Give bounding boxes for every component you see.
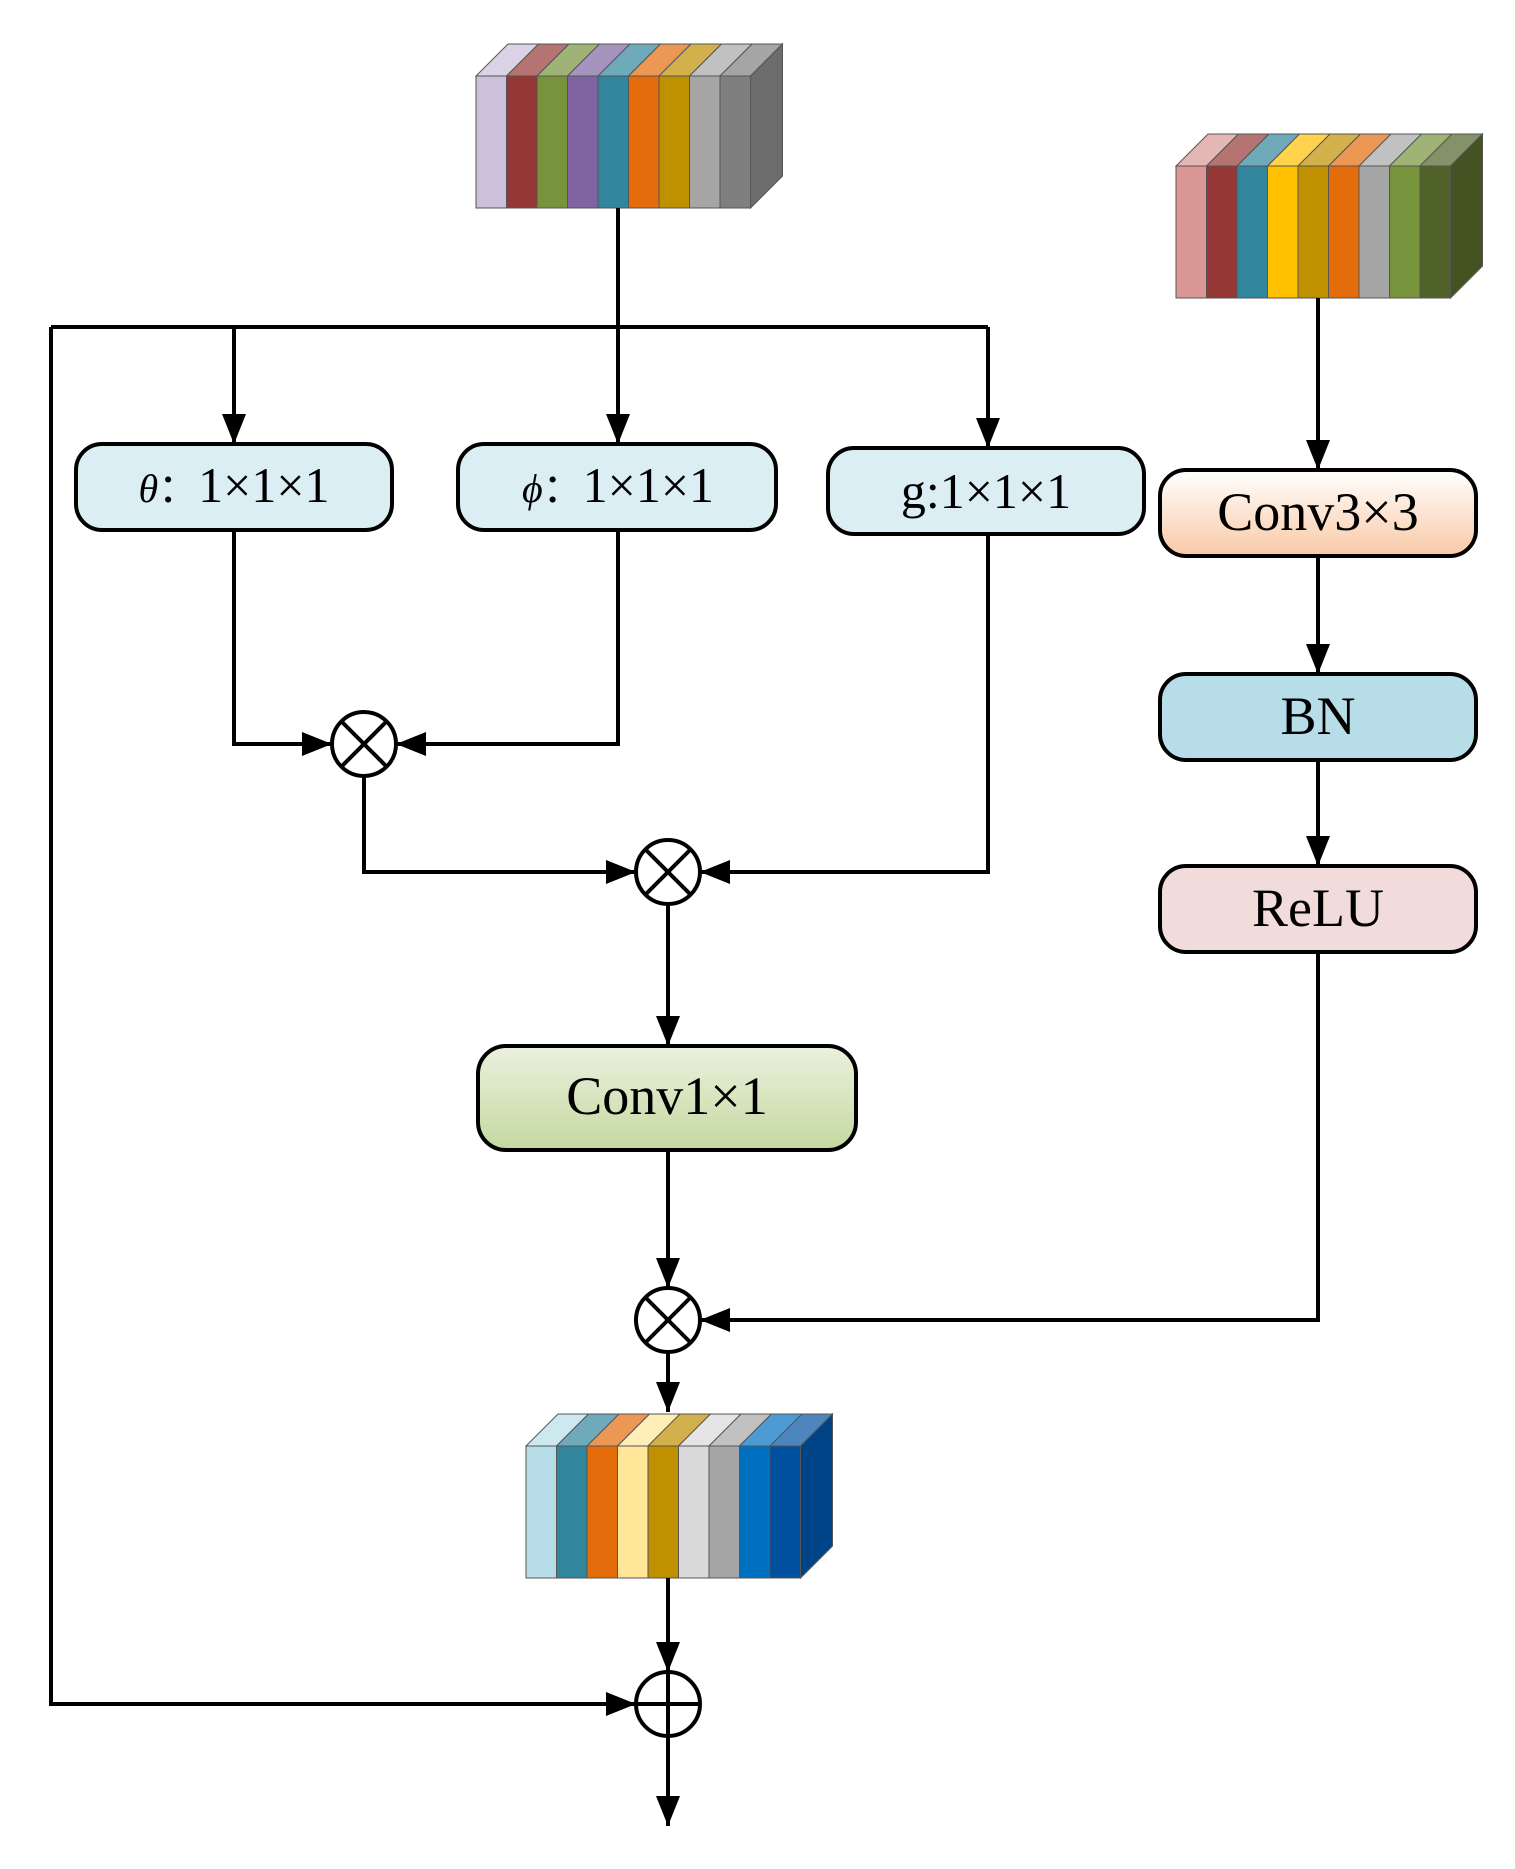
output-feature-tensor <box>524 1412 834 1580</box>
input-right-slice-8 <box>1389 165 1421 299</box>
input-main-slice-3 <box>536 75 568 209</box>
relu-label: ReLU <box>1252 878 1384 938</box>
output-slice-7 <box>708 1445 740 1579</box>
input-right-slice-3 <box>1236 165 1268 299</box>
input-right-slice-5 <box>1297 165 1329 299</box>
relu-node: ReLU <box>1158 864 1478 954</box>
phi-label: 1×1×1 <box>583 457 714 513</box>
input-feature-tensor <box>474 42 784 210</box>
theta-label: 1×1×1 <box>198 457 329 513</box>
svg-text:θ：1×1×1: θ：1×1×1 <box>138 457 329 513</box>
bn-node: BN <box>1158 672 1478 762</box>
conv3x3-node: Conv3×3 <box>1158 468 1478 558</box>
connections <box>49 208 1330 1826</box>
input-right-slice-2 <box>1206 165 1238 299</box>
add-operator <box>634 1670 702 1738</box>
output-side-face <box>800 1412 833 1580</box>
conv1x1-label: Conv1×1 <box>566 1066 767 1126</box>
edge-g-to-mul2 <box>700 534 990 884</box>
input-right-slice-9 <box>1419 165 1451 299</box>
input-main-slice-8 <box>689 75 721 209</box>
input-right-slice-1 <box>1175 165 1207 299</box>
output-slice-9 <box>769 1445 801 1579</box>
input-main-slice-4 <box>567 75 599 209</box>
output-slice-3 <box>586 1445 618 1579</box>
edge-relu-to-mul3 <box>700 952 1320 1332</box>
input-main-slice-1 <box>475 75 507 209</box>
input-main-side-face <box>750 42 783 210</box>
multiply-operator-3 <box>634 1286 702 1354</box>
side-input-feature-tensor <box>1174 132 1484 300</box>
input-right-slice-4 <box>1267 165 1299 299</box>
input-right-side-face <box>1450 132 1483 300</box>
input-right-slice-7 <box>1358 165 1390 299</box>
edge-phi-to-mul1 <box>396 530 620 756</box>
multiply-operator-1 <box>330 710 398 778</box>
phi-node: ϕ：1×1×1 <box>456 442 778 532</box>
edge-mul1-to-mul2 <box>362 776 636 884</box>
phi-symbol: ϕ <box>522 466 543 511</box>
theta-symbol: θ <box>138 466 158 511</box>
output-slice-8 <box>739 1445 771 1579</box>
conv3x3-label: Conv3×3 <box>1217 482 1418 542</box>
bn-label: BN <box>1280 686 1355 746</box>
multiply-operator-2 <box>634 838 702 906</box>
output-slice-1 <box>525 1445 557 1579</box>
input-main-slice-6 <box>628 75 660 209</box>
edge-theta-to-mul1 <box>232 530 332 756</box>
g-node: g:1×1×1 <box>826 446 1146 536</box>
output-slice-4 <box>617 1445 649 1579</box>
input-main-slice-5 <box>597 75 629 209</box>
input-main-slice-9 <box>719 75 751 209</box>
output-slice-6 <box>678 1445 710 1579</box>
theta-node: θ：1×1×1 <box>74 442 394 532</box>
input-main-slice-7 <box>658 75 690 209</box>
input-main-slice-2 <box>506 75 538 209</box>
input-right-slice-6 <box>1328 165 1360 299</box>
output-slice-2 <box>556 1445 588 1579</box>
edge-residual-skip <box>49 327 636 1716</box>
conv1x1-node: Conv1×1 <box>476 1044 858 1152</box>
output-slice-5 <box>647 1445 679 1579</box>
g-label: g:1×1×1 <box>901 463 1071 519</box>
svg-text:ϕ：1×1×1: ϕ：1×1×1 <box>522 457 714 513</box>
